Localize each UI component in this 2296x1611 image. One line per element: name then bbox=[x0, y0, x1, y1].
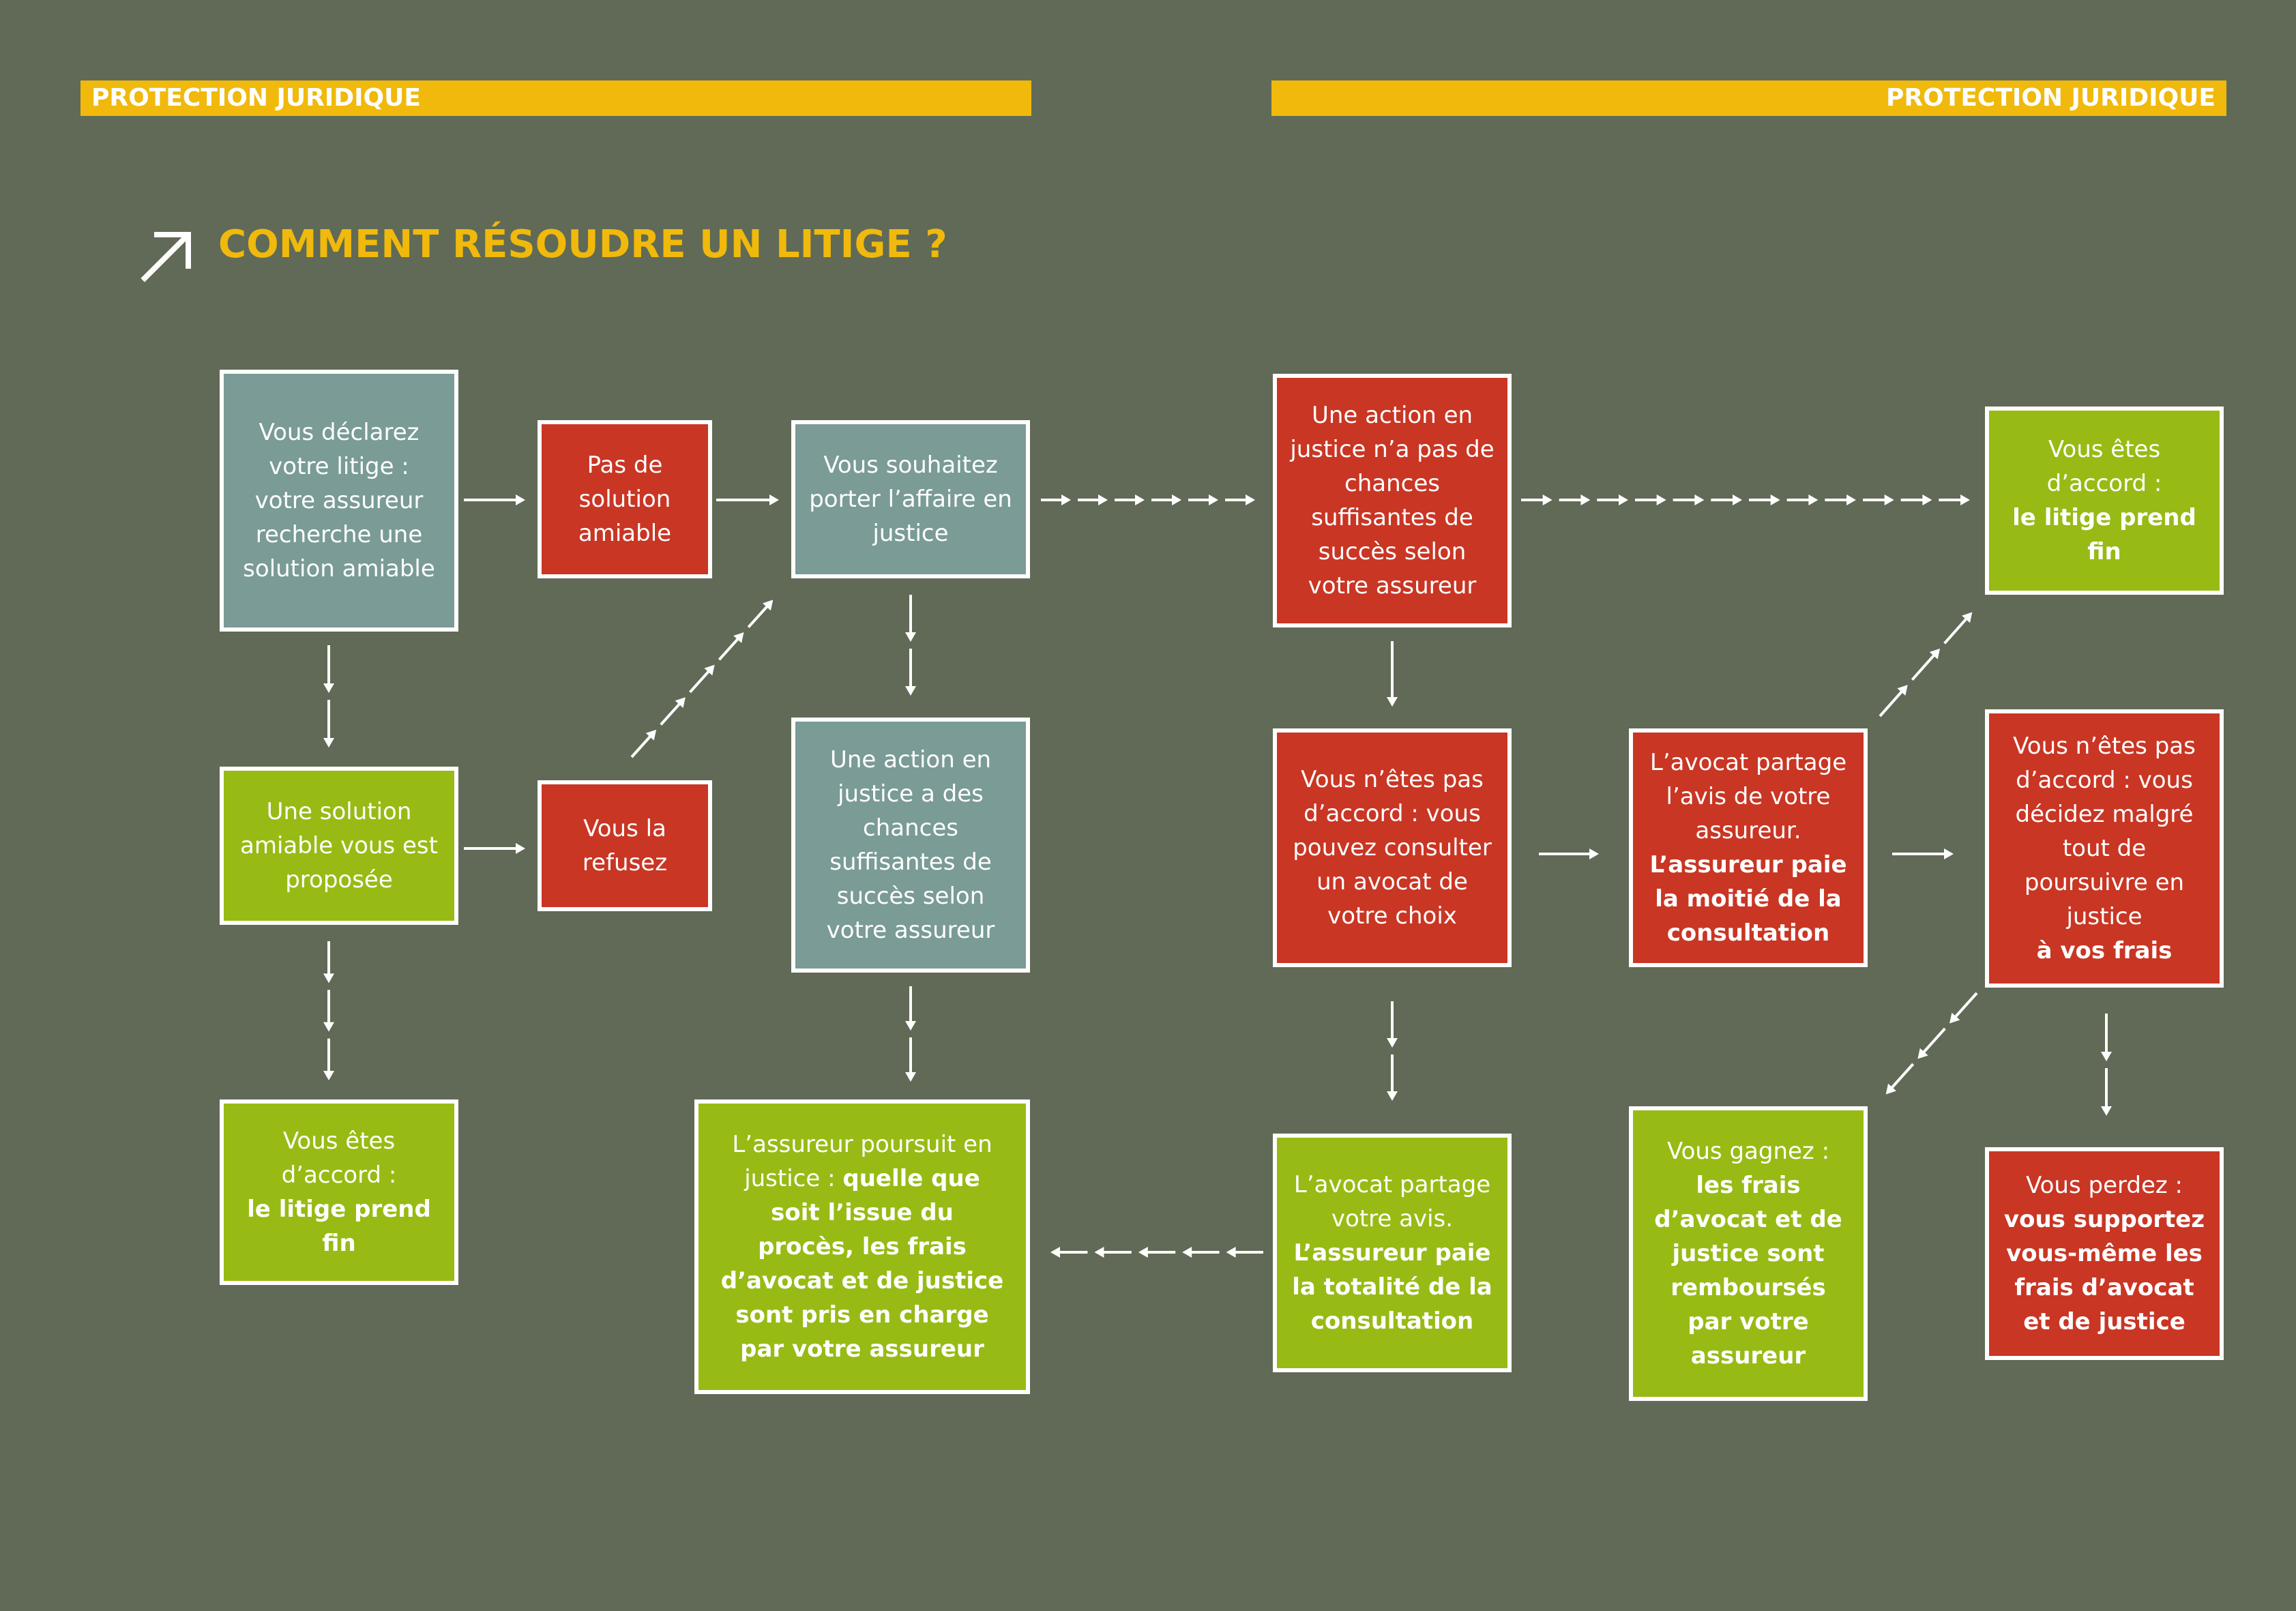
arrow-lawyer-half-to-pursue bbox=[1892, 848, 1954, 859]
arrow-offer-to-refuse bbox=[464, 843, 525, 854]
arrow-lawyer-agrees-to-pursues bbox=[1050, 1247, 1263, 1258]
box-pursue-bold: à vos frais bbox=[2036, 937, 2173, 964]
box-insurer-pursues-text: L’assureur poursuit en justice : bbox=[732, 1131, 992, 1192]
arrow-disagree-to-lawyer-half bbox=[1539, 848, 1599, 859]
arrow-has-chance-to-pursues bbox=[905, 986, 916, 1082]
header-band-right: PROTECTION JURIDIQUE bbox=[1271, 80, 2226, 116]
box-disagree-pursue-own-cost: Vous n’êtes pas d’accord : vous décidez … bbox=[1985, 709, 2224, 988]
box-action-has-chances: Une action en justice a des chances suff… bbox=[791, 718, 1030, 973]
header-band-left: PROTECTION JURIDIQUE bbox=[80, 80, 1031, 116]
box-agree-left-text: Vous êtes d’accord : bbox=[281, 1127, 397, 1189]
box-no-chance-text: Une action en justice n’a pas de chances… bbox=[1290, 402, 1495, 600]
box-agree-left-bold: le litige prend fin bbox=[247, 1196, 431, 1257]
box-agree-dispute-ends-left: Vous êtes d’accord : le litige prend fin bbox=[220, 1099, 458, 1285]
box-lawyer-half-bold: L’assureur paie la moitié de la consulta… bbox=[1649, 851, 1847, 947]
arrow-disagree-to-lawyer-agrees bbox=[1387, 1001, 1398, 1101]
arrow-no-chance-to-agree bbox=[1521, 494, 1970, 505]
box-lawyer-agrees-text: L’avocat partage votre avis. bbox=[1293, 1171, 1491, 1232]
box-disagree-text: Vous n’êtes pas d’accord : vous pouvez c… bbox=[1293, 766, 1492, 930]
arrow-pursue-to-lose bbox=[2101, 1014, 2112, 1116]
box-amicable-offer: Une solution amiable vous est proposée bbox=[220, 767, 458, 925]
arrow-no-chance-to-disagree bbox=[1387, 641, 1398, 707]
arrow-declare-to-no-amicable bbox=[464, 494, 525, 505]
arrow-pursue-to-win bbox=[1885, 992, 1978, 1095]
arrow-declare-to-offer bbox=[323, 645, 334, 748]
arrow-wish-court-to-has-chance bbox=[905, 595, 916, 696]
box-you-lose-bold: vous supportez vous-même les frais d’avo… bbox=[2003, 1206, 2205, 1335]
box-insurer-pursues-bold: quelle que soit l’issue du procès, les f… bbox=[720, 1165, 1004, 1363]
arrow-wish-court-to-no-chance bbox=[1041, 494, 1255, 505]
box-you-lose-text: Vous perdez : bbox=[2026, 1172, 2183, 1199]
box-agree-right-text: Vous êtes d’accord : bbox=[2046, 436, 2162, 497]
box-action-no-chances: Une action en justice n’a pas de chances… bbox=[1273, 374, 1512, 627]
box-lawyer-agrees-full: L’avocat partage votre avis. L’assureur … bbox=[1273, 1134, 1512, 1372]
box-wish-court-text: Vous souhaitez porter l’affaire en justi… bbox=[809, 452, 1012, 547]
box-wish-go-to-court: Vous souhaitez porter l’affaire en justi… bbox=[791, 420, 1030, 578]
box-disagree-consult-lawyer: Vous n’êtes pas d’accord : vous pouvez c… bbox=[1273, 728, 1512, 967]
arrow-refuse-to-wish-court bbox=[630, 600, 774, 758]
box-you-lose: Vous perdez : vous supportez vous-même l… bbox=[1985, 1147, 2224, 1360]
box-insurer-pursues: L’assureur poursuit en justice : quelle … bbox=[694, 1099, 1030, 1394]
box-no-amicable-solution: Pas de solution amiable bbox=[538, 420, 712, 578]
arrow-no-amicable-to-wish-court bbox=[716, 494, 779, 505]
box-you-refuse: Vous la refusez bbox=[538, 780, 712, 911]
box-lawyer-shares-half: L’avocat partage l’avis de votre assureu… bbox=[1629, 728, 1868, 967]
box-lawyer-half-text: L’avocat partage l’avis de votre assureu… bbox=[1649, 749, 1847, 844]
box-you-win-bold: les frais d’avocat et de justice sont re… bbox=[1654, 1172, 1842, 1370]
box-you-win: Vous gagnez : les frais d’avocat et de j… bbox=[1629, 1106, 1868, 1401]
box-no-amicable-text: Pas de solution amiable bbox=[578, 452, 672, 547]
box-amicable-offer-text: Une solution amiable vous est proposée bbox=[240, 798, 438, 893]
header-label-right: PROTECTION JURIDIQUE bbox=[1886, 84, 2216, 112]
arrow-up-right-icon bbox=[141, 232, 191, 282]
box-agree-right-bold: le litige prend fin bbox=[2012, 504, 2196, 565]
box-pursue-text: Vous n’êtes pas d’accord : vous décidez … bbox=[2013, 733, 2196, 930]
box-you-win-text: Vous gagnez : bbox=[1666, 1138, 1830, 1165]
header-label-left: PROTECTION JURIDIQUE bbox=[91, 84, 421, 112]
box-lawyer-agrees-bold: L’assureur paie la totalité de la consul… bbox=[1292, 1239, 1492, 1335]
box-declare-dispute: Vous déclarez votre litige : votre assur… bbox=[220, 370, 458, 632]
box-you-refuse-text: Vous la refusez bbox=[582, 815, 668, 876]
box-declare-dispute-text: Vous déclarez votre litige : votre assur… bbox=[243, 419, 435, 582]
arrow-lawyer-half-to-agree bbox=[1879, 612, 1973, 718]
box-agree-dispute-ends-right: Vous êtes d’accord : le litige prend fin bbox=[1985, 407, 2224, 595]
page-title: COMMENT RÉSOUDRE UN LITIGE ? bbox=[218, 222, 947, 267]
arrow-offer-to-agree bbox=[323, 941, 334, 1080]
box-has-chance-text: Une action en justice a des chances suff… bbox=[826, 746, 995, 944]
